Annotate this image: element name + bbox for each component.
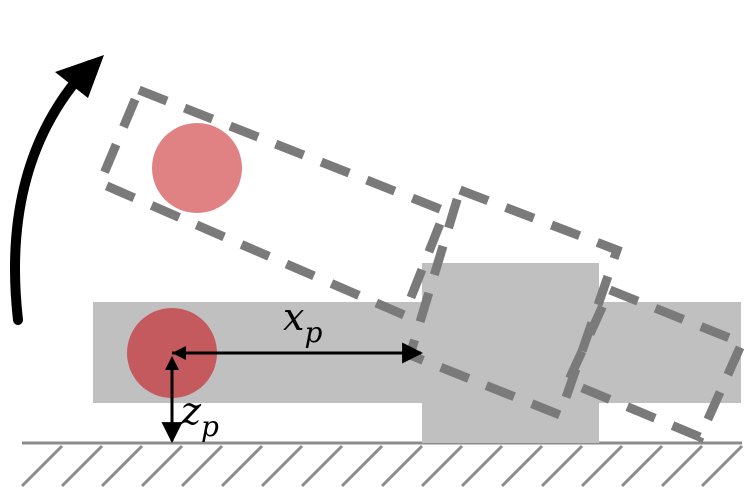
ground-hatch-line bbox=[540, 444, 584, 488]
tilted-left-beam bbox=[94, 84, 451, 321]
rotation-arrow-icon bbox=[10, 55, 104, 325]
ground bbox=[20, 441, 744, 488]
ground-hatch-line bbox=[700, 444, 744, 488]
ground-hatch-line bbox=[20, 444, 64, 488]
ground-hatch-line bbox=[660, 444, 704, 488]
ground-hatch-line bbox=[100, 444, 144, 488]
ground-hatch-line bbox=[460, 444, 504, 488]
ground-hatch-line bbox=[340, 444, 384, 488]
tilted-center-block bbox=[404, 184, 623, 421]
ground-hatch-line bbox=[420, 444, 464, 488]
ground-hatch-line bbox=[500, 444, 544, 488]
z-dimension-arrow bbox=[161, 356, 183, 444]
ground-hatch-line bbox=[180, 444, 224, 488]
x-dimension-arrow bbox=[172, 342, 424, 364]
center-block bbox=[422, 263, 599, 443]
ground-hatch-line bbox=[260, 444, 304, 488]
tilted-structure bbox=[94, 84, 747, 443]
ground-hatch-line bbox=[140, 444, 184, 488]
ground-hatching-icon bbox=[20, 444, 744, 488]
ground-hatch-line bbox=[580, 444, 624, 488]
ground-hatch-line bbox=[380, 444, 424, 488]
ball-tilted bbox=[152, 123, 242, 213]
ground-hatch-line bbox=[300, 444, 344, 488]
z-label: zp bbox=[180, 389, 219, 443]
ground-hatch-line bbox=[620, 444, 664, 488]
x-label: xp bbox=[283, 295, 322, 349]
ground-hatch-line bbox=[60, 444, 104, 488]
tilted-right-beam bbox=[561, 284, 747, 443]
ground-hatch-line bbox=[220, 444, 264, 488]
